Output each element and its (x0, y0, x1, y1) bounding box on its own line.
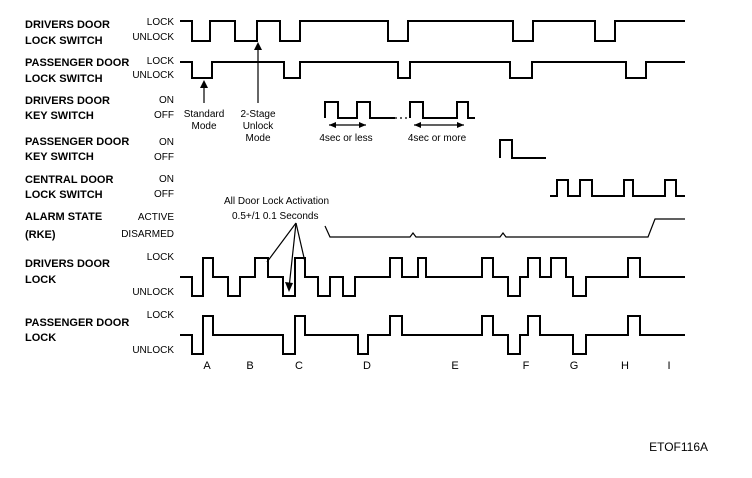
state-label-unlock: UNLOCK (132, 287, 174, 298)
arrowhead-right (457, 122, 464, 128)
signal-label-central-door-lock-switch-line1: CENTRAL DOOR (25, 174, 113, 186)
event-label-f: F (523, 360, 530, 372)
waveform-alarm-state (324, 218, 685, 238)
signal-label-passenger-door-lock-switch-line2: LOCK SWITCH (25, 73, 103, 85)
signal-labels: DRIVERS DOOR LOCK SWITCH PASSENGER DOOR … (25, 19, 129, 344)
signal-label-drivers-door-lock-switch-line2: LOCK SWITCH (25, 35, 103, 47)
waveform-drivers-door-lock (180, 257, 685, 297)
waveform-passenger-door-lock (180, 315, 685, 355)
signal-label-drivers-door-lock-switch-line1: DRIVERS DOOR (25, 19, 110, 31)
state-label-disarmed: DISARMED (121, 229, 174, 240)
state-label-on: ON (159, 137, 174, 148)
waveforms (180, 20, 685, 355)
waveform-drivers-door-lock-switch (180, 20, 685, 42)
state-label-lock: LOCK (147, 310, 175, 321)
signal-label-passenger-door-key-switch-line1: PASSENGER DOOR (25, 136, 129, 148)
note-standard-mode-line1: Standard (184, 109, 225, 120)
waveform-passenger-door-key-switch (499, 139, 546, 159)
arrowhead-right (359, 122, 366, 128)
arrowhead-standard-mode (200, 80, 208, 88)
note-two-stage-unlock-line2: Unlock (243, 121, 275, 132)
state-label-off: OFF (154, 152, 174, 163)
state-label-on: ON (159, 95, 174, 106)
event-label-g: G (570, 360, 579, 372)
note-all-door-lock-activation-line2: 0.5+/1 0.1 Seconds (232, 211, 318, 222)
pointer-all-door-lock-2 (266, 222, 297, 263)
state-label-unlock: UNLOCK (132, 345, 174, 356)
event-label-e: E (451, 360, 458, 372)
signal-label-passenger-door-lock-line1: PASSENGER DOOR (25, 317, 129, 329)
arrowhead-left (414, 122, 421, 128)
arrowhead-left (329, 122, 336, 128)
state-label-off: OFF (154, 110, 174, 121)
state-label-active: ACTIVE (138, 212, 174, 223)
state-label-lock: LOCK (147, 56, 175, 67)
signal-label-passenger-door-key-switch-line2: KEY SWITCH (25, 151, 94, 163)
pointer-all-door-lock-1 (288, 222, 297, 289)
waveform-drivers-door-key-switch (409, 101, 475, 119)
note-two-stage-unlock-line1: 2-Stage (240, 109, 275, 120)
signal-label-alarm-state-line2: (RKE) (25, 229, 56, 241)
signal-label-drivers-door-key-switch-line2: KEY SWITCH (25, 110, 94, 122)
waveform-passenger-door-lock-switch (180, 61, 685, 79)
pointer-all-door-lock-3 (295, 222, 306, 263)
arrowhead-two-stage-unlock-mode (254, 42, 262, 50)
state-label-lock: LOCK (147, 252, 175, 263)
figure-code: ETOF116A (649, 440, 708, 454)
event-label-i: I (667, 360, 670, 372)
signal-label-alarm-state-line1: ALARM STATE (25, 211, 102, 223)
waveform-central-door-lock-switch (550, 179, 685, 197)
note-all-door-lock-activation-line1: All Door Lock Activation (224, 196, 329, 207)
signal-label-passenger-door-lock-line2: LOCK (25, 332, 56, 344)
arrowhead-all-door-lock-1 (285, 282, 293, 292)
signal-label-drivers-door-lock-line2: LOCK (25, 274, 56, 286)
state-label-off: OFF (154, 189, 174, 200)
note-four-sec-or-more: 4sec or more (408, 133, 467, 144)
state-label-unlock: UNLOCK (132, 32, 174, 43)
note-four-sec-or-less: 4sec or less (319, 133, 372, 144)
event-label-d: D (363, 360, 371, 372)
note-standard-mode-line2: Mode (191, 121, 216, 132)
signal-label-passenger-door-lock-switch-line1: PASSENGER DOOR (25, 57, 129, 69)
state-label-unlock: UNLOCK (132, 70, 174, 81)
event-label-b: B (246, 360, 253, 372)
signal-label-drivers-door-lock-line1: DRIVERS DOOR (25, 258, 110, 270)
state-label-on: ON (159, 174, 174, 185)
state-label-lock: LOCK (147, 17, 175, 28)
event-label-c: C (295, 360, 303, 372)
state-labels: LOCK UNLOCK LOCK UNLOCK ON OFF ON OFF ON… (121, 17, 174, 356)
event-labels: A B C D E F G H I (203, 360, 670, 372)
event-label-h: H (621, 360, 629, 372)
waveform-drivers-door-key-switch (324, 101, 395, 119)
signal-label-drivers-door-key-switch-line1: DRIVERS DOOR (25, 95, 110, 107)
note-two-stage-unlock-line3: Mode (245, 133, 270, 144)
annotations: Standard Mode 2-Stage Unlock Mode 4sec o… (184, 42, 467, 292)
signal-label-central-door-lock-switch-line2: LOCK SWITCH (25, 189, 103, 201)
event-label-a: A (203, 360, 211, 372)
